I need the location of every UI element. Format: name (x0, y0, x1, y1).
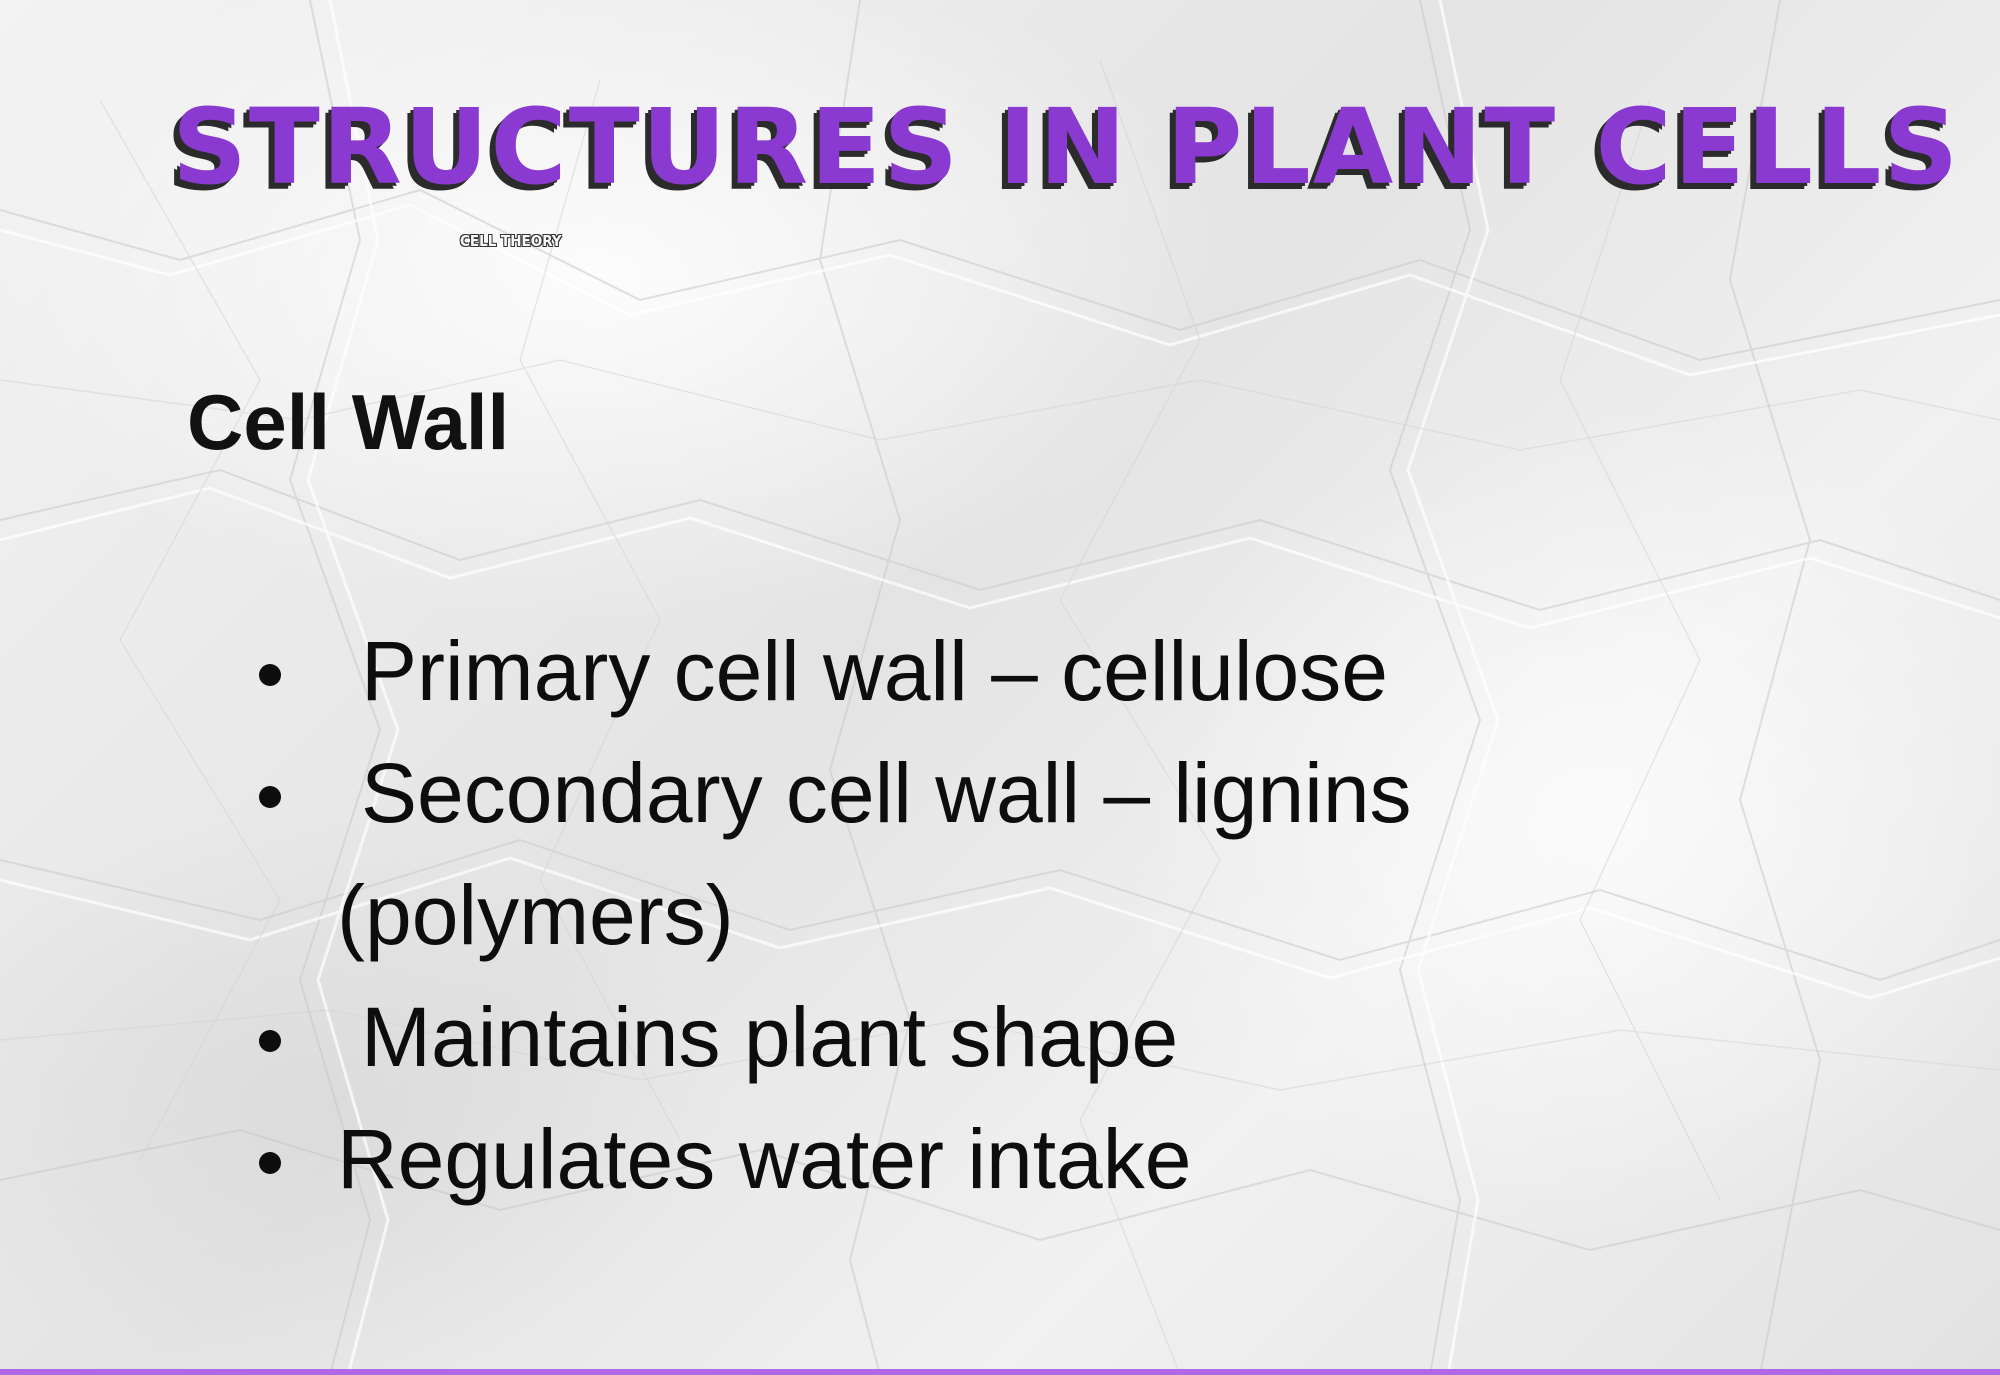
bullet-dot-icon (259, 1152, 281, 1174)
bullet-dot-icon (259, 1030, 281, 1052)
bullet-item: Regulates water intake (255, 1098, 1655, 1220)
bullet-item: Maintains plant shape (255, 976, 1655, 1098)
bullet-text: Maintains plant shape (361, 990, 1179, 1084)
bullet-text: Secondary cell wall – lignins (polymers) (337, 746, 1412, 962)
bullet-text: Regulates water intake (337, 1112, 1192, 1206)
bullet-list: Primary cell wall – cellulose Secondary … (255, 610, 1655, 1220)
slide-subtitle: Cell Theory (460, 232, 562, 250)
bullet-item: Secondary cell wall – lignins (polymers) (255, 732, 1655, 976)
bullet-item: Primary cell wall – cellulose (255, 610, 1655, 732)
bullet-dot-icon (259, 786, 281, 808)
bottom-accent-bar (0, 1369, 2000, 1375)
bullet-dot-icon (259, 664, 281, 686)
section-heading: Cell Wall (187, 378, 510, 466)
slide-title: Structures in Plant Cells (172, 86, 1961, 208)
bullet-text: Primary cell wall – cellulose (361, 624, 1388, 718)
